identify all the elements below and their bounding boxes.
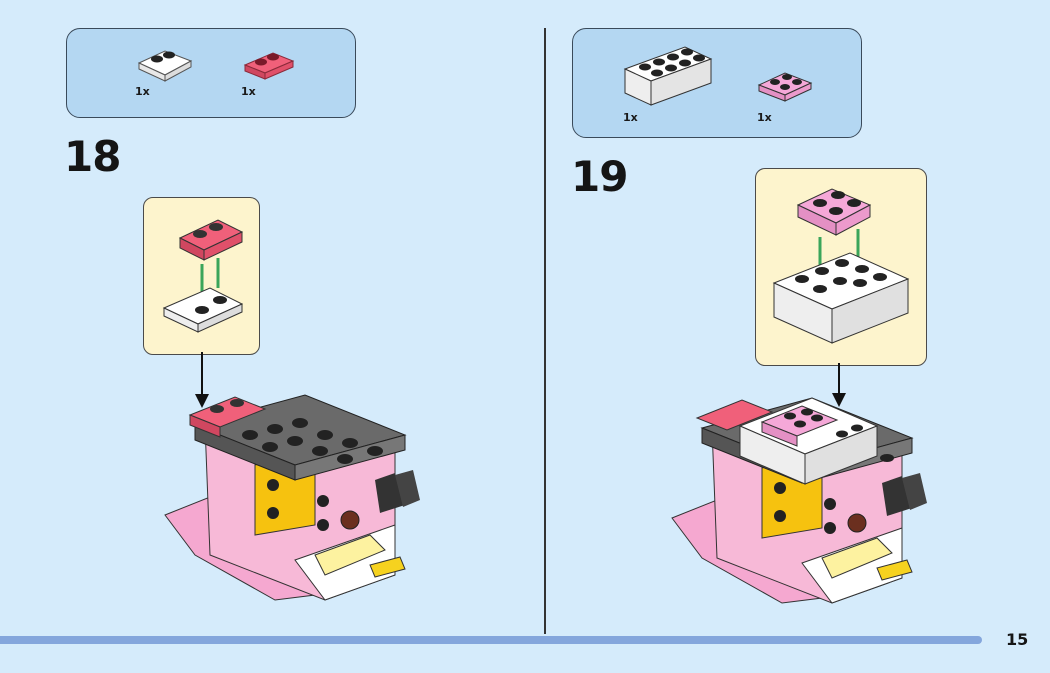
- model-illustration-step-18: [164, 394, 420, 601]
- pink-plate-part: [243, 52, 295, 80]
- down-arrow-icon: [195, 352, 209, 408]
- pink-2x2-plate-part: [757, 72, 813, 102]
- page-footer-bar: [0, 636, 982, 644]
- callout-subassembly-19: [755, 168, 927, 366]
- down-arrow-icon: [832, 363, 846, 407]
- parts-list-step-18: 1x 1x: [66, 28, 356, 118]
- part-quantity: 1x: [757, 111, 772, 124]
- white-brick-part: [623, 46, 713, 106]
- parts-list-step-19: 1x 1x: [572, 28, 862, 138]
- part-quantity: 1x: [623, 111, 638, 124]
- step-number: 18: [64, 132, 121, 181]
- step-number: 19: [571, 152, 628, 201]
- part-quantity: 1x: [241, 85, 256, 98]
- subassembly-illustration: [772, 188, 910, 344]
- callout-subassembly-18: [143, 197, 260, 355]
- page-number: 15: [1006, 630, 1029, 649]
- step-divider: [544, 28, 546, 634]
- white-handle-plate-part: [137, 50, 193, 82]
- subassembly-illustration: [162, 219, 244, 333]
- part-quantity: 1x: [135, 85, 150, 98]
- model-illustration-step-19: [671, 397, 927, 604]
